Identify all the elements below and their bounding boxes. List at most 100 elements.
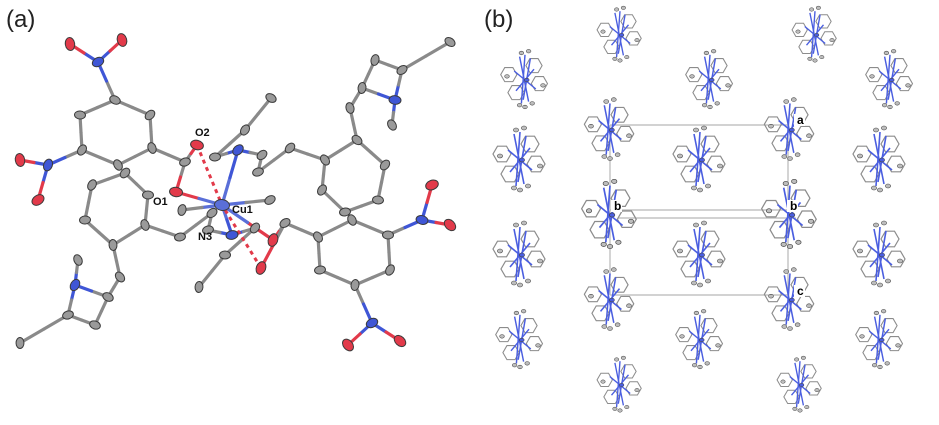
packing-atom (780, 241, 787, 247)
atom-label-n3: N3 (198, 231, 212, 243)
packing-atom (768, 124, 774, 129)
packing-atom (887, 104, 893, 110)
packing-atom (797, 408, 803, 413)
atom (169, 186, 183, 198)
aromatic-ring (885, 336, 904, 352)
aromatic-ring (625, 381, 642, 396)
aromatic-ring (672, 240, 692, 258)
atom (202, 225, 214, 235)
atom (387, 119, 397, 131)
packing-atom (517, 187, 523, 193)
molecule-cluster (583, 97, 635, 161)
aromatic-ring (763, 286, 783, 303)
packing-atom (519, 337, 525, 343)
panel-a-label: (a) (6, 6, 36, 33)
packing-atom (520, 309, 527, 314)
packing-atom (787, 326, 793, 331)
aromatic-ring (795, 295, 815, 312)
atom (77, 144, 87, 156)
atom (351, 134, 363, 146)
atom (190, 139, 204, 151)
aromatic-ring (610, 276, 629, 293)
atom (62, 310, 74, 320)
packing-atom (707, 104, 713, 110)
packing-atom (905, 83, 911, 88)
aromatic-ring (890, 58, 908, 74)
packing-atom (800, 355, 806, 360)
atom-label-cu1: Cu1 (232, 204, 253, 216)
packing-atom (804, 405, 810, 410)
packing-atom (794, 152, 801, 157)
atom (179, 157, 191, 167)
packing-atom (791, 178, 798, 184)
molecule-cluster (492, 125, 546, 193)
atom (15, 337, 25, 349)
aromatic-ring (706, 155, 726, 173)
packing-atom (786, 244, 794, 249)
packing-atom (691, 280, 697, 286)
atom (396, 64, 408, 76)
packing-atom (725, 83, 731, 88)
packing-atom (880, 309, 887, 314)
packing-atom (529, 101, 535, 106)
packing-atom (521, 220, 527, 226)
aromatic-ring (625, 31, 642, 46)
packing-atom (624, 405, 630, 410)
aromatic-ring (715, 76, 734, 92)
atom (140, 219, 150, 231)
molecule-cluster (776, 355, 822, 413)
packing-atom (791, 267, 797, 272)
aromatic-ring (500, 67, 518, 83)
atom-label-o1: O1 (153, 196, 168, 208)
packing-atom (626, 303, 632, 308)
panel-b-label: (b) (484, 6, 514, 33)
aromatic-ring (583, 116, 603, 133)
packing-atom (691, 185, 697, 191)
atom (443, 218, 457, 232)
packing-atom (897, 258, 903, 264)
packing-atom (879, 157, 885, 163)
packing-atom (699, 252, 705, 258)
atom (317, 184, 327, 196)
packing-atom (877, 364, 883, 370)
packing-atom (715, 343, 721, 348)
aromatic-ring (520, 230, 540, 248)
packing-atom (781, 154, 788, 159)
packing-atom (782, 181, 789, 186)
aromatic-ring (672, 145, 692, 163)
packing-atom (524, 361, 530, 366)
atom (116, 33, 128, 47)
aromatic-ring (886, 250, 906, 268)
packing-atom (614, 322, 621, 327)
aromatic-ring (790, 189, 811, 208)
packing-atom (789, 127, 795, 133)
packing-atom (885, 278, 891, 284)
atom (108, 239, 118, 251)
molecule-cluster (596, 355, 642, 413)
aromatic-ring (776, 372, 793, 388)
packing-atom (497, 153, 503, 159)
packing-atom (627, 218, 635, 224)
atom (42, 158, 54, 172)
molecule-cluster (580, 178, 637, 249)
atom (370, 54, 380, 66)
packing-atom (634, 38, 640, 43)
aromatic-ring (795, 125, 815, 142)
packing-atom (609, 297, 615, 303)
aromatic-ring (805, 381, 822, 396)
packing-atom (607, 326, 613, 331)
packing-atom (697, 282, 703, 288)
atom (89, 320, 101, 330)
packing-atom (897, 163, 903, 169)
molecule-cluster (685, 49, 734, 110)
packing-atom (677, 153, 683, 159)
packing-atom (617, 58, 623, 63)
packing-atom (511, 185, 517, 191)
packing-atom (783, 269, 789, 274)
aromatic-ring (610, 189, 631, 208)
packing-atom (516, 103, 523, 108)
atom (284, 142, 296, 154)
packing-atom (626, 133, 632, 138)
atom (252, 167, 264, 177)
